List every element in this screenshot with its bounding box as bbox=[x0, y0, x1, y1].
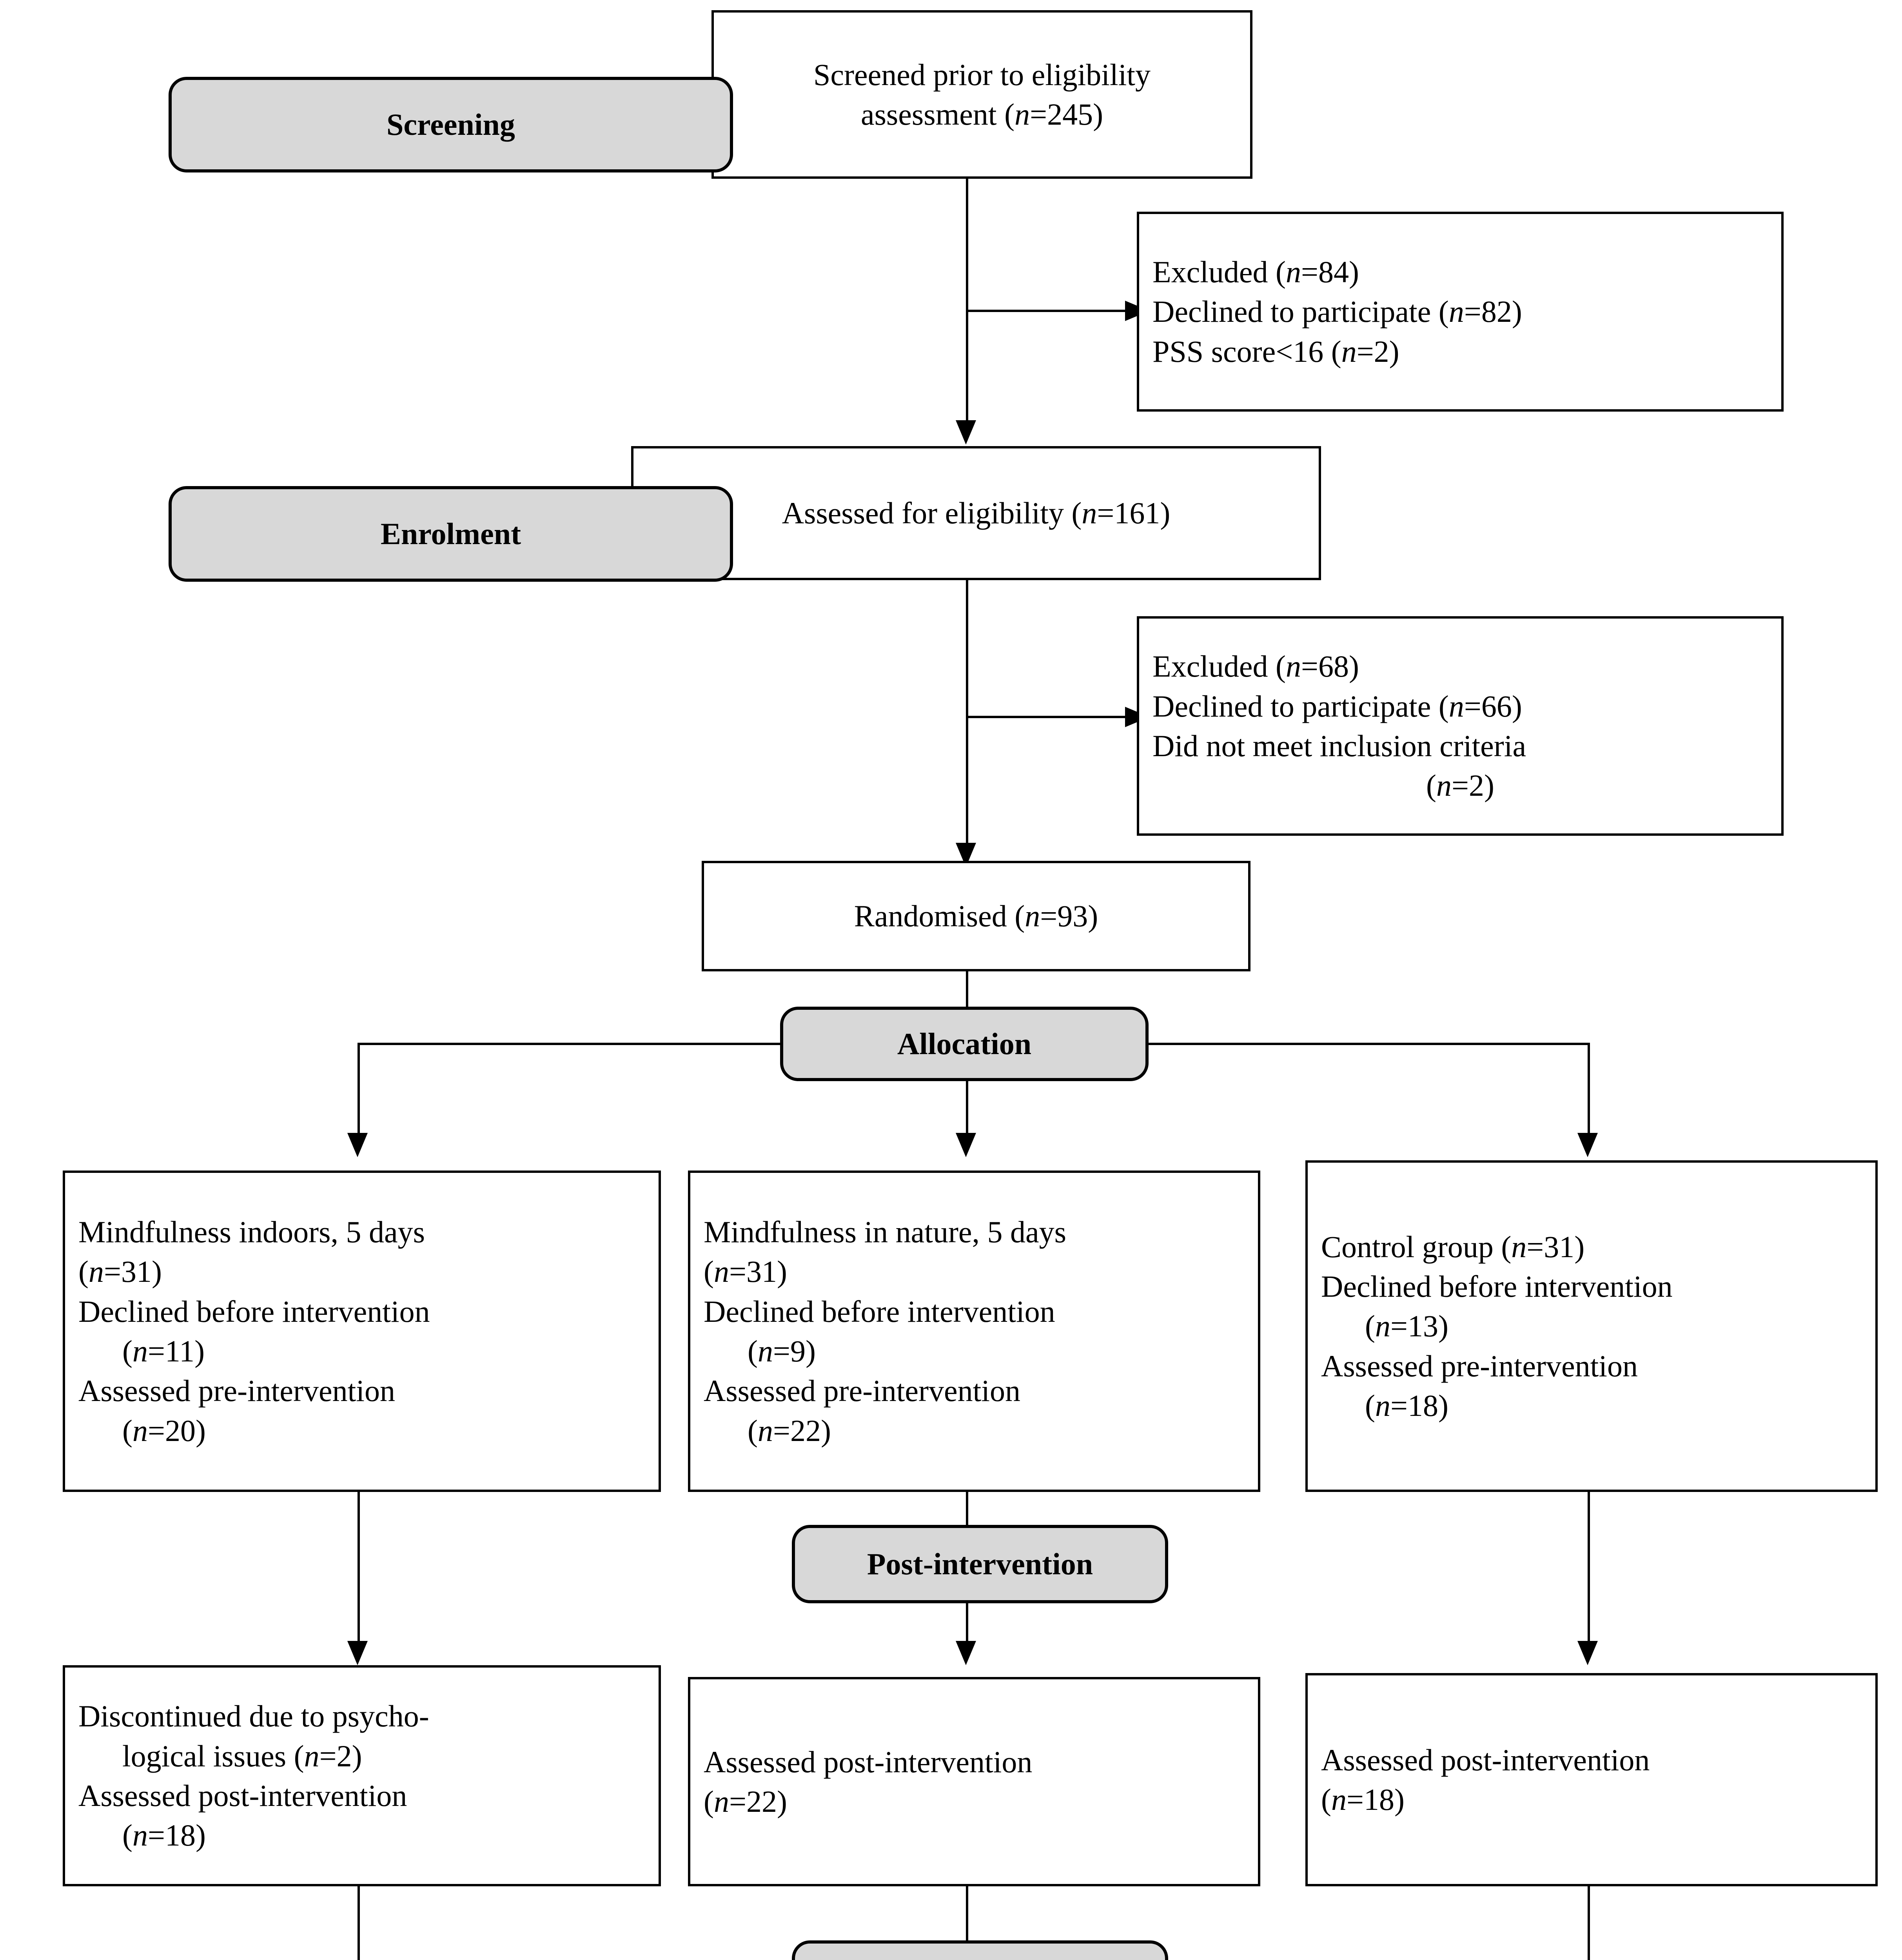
stage-label-screening: Screening bbox=[169, 77, 733, 172]
node-line: Excluded (n=68) bbox=[1152, 649, 1359, 684]
node-line: Did not meet inclusion criteria bbox=[1152, 729, 1526, 763]
node-assessed-for-eligibility: Assessed for eligibility (n=161) bbox=[631, 446, 1321, 580]
stage-label-allocation: Allocation bbox=[780, 1007, 1149, 1081]
node-line: logical issues (n=2) bbox=[122, 1739, 362, 1773]
node-randomised: Randomised (n=93) bbox=[702, 861, 1250, 971]
connector-nature-to-post bbox=[966, 1603, 968, 1645]
node-line: Declined to participate (n=66) bbox=[1152, 689, 1522, 723]
arrow-allocation-to-nature bbox=[956, 1133, 976, 1157]
connector-control-to-post bbox=[1588, 1492, 1590, 1645]
connector-allocation-to-control bbox=[1588, 1043, 1590, 1137]
node-line: Mindfulness indoors, 5 days bbox=[78, 1214, 425, 1249]
node-line: Discontinued due to psycho- bbox=[78, 1699, 429, 1733]
node-post-nature: Assessed post-intervention (n=22) bbox=[688, 1677, 1260, 1886]
connector-allocation-to-nature bbox=[966, 1081, 968, 1137]
node-line: Assessed pre-intervention bbox=[78, 1374, 395, 1408]
stage-label-post-intervention: Post-intervention bbox=[792, 1525, 1168, 1603]
node-line: (n=18) bbox=[1321, 1782, 1405, 1817]
arrow-indoors-to-post bbox=[347, 1641, 368, 1665]
stage-label-screening-text: Screening bbox=[387, 107, 515, 142]
node-post-indoors: Discontinued due to psycho- logical issu… bbox=[63, 1665, 661, 1886]
stage-label-enrolment: Enrolment bbox=[169, 486, 733, 582]
node-line: (n=20) bbox=[122, 1413, 206, 1448]
node-line: Assessed for eligibility (n=161) bbox=[782, 496, 1171, 530]
connector-eligibility-to-randomised bbox=[966, 580, 968, 847]
node-line: Declined before intervention bbox=[78, 1294, 430, 1328]
arrow-control-to-post bbox=[1577, 1641, 1598, 1665]
arrow-allocation-to-indoors bbox=[347, 1133, 368, 1157]
node-line: PSS score<16 (n=2) bbox=[1152, 334, 1399, 368]
connector-post-nature-to-fu-stage bbox=[966, 1886, 968, 1944]
arrow-nature-to-post bbox=[956, 1641, 976, 1665]
node-excluded-screening: Excluded (n=84) Declined to participate … bbox=[1137, 212, 1784, 412]
node-line: Randomised (n=93) bbox=[854, 899, 1098, 933]
screened-n: 245 bbox=[1047, 97, 1093, 131]
node-line: Mindfulness in nature, 5 days bbox=[704, 1214, 1067, 1249]
node-screened-prior-to-eligibility: Screened prior to eligibility assessment… bbox=[711, 10, 1252, 179]
node-line: (n=18) bbox=[1365, 1388, 1448, 1423]
stage-label-enrolment-text: Enrolment bbox=[380, 517, 521, 551]
connector-indoors-to-post bbox=[358, 1492, 360, 1645]
node-line: (n=9) bbox=[748, 1334, 816, 1368]
node-line: (n=18) bbox=[122, 1818, 206, 1853]
connector-screened-to-eligibility bbox=[966, 172, 968, 423]
connector-randomised-to-allocation bbox=[966, 971, 968, 1009]
node-line: Assessed pre-intervention bbox=[704, 1374, 1020, 1408]
node-line: (n=22) bbox=[748, 1413, 831, 1448]
connector-screened-to-excluded1 bbox=[966, 310, 1131, 312]
node-line: Assessed post-intervention bbox=[704, 1744, 1033, 1779]
node-line: (n=11) bbox=[122, 1334, 205, 1368]
node-allocation-mindfulness-nature: Mindfulness in nature, 5 days (n=31) Dec… bbox=[688, 1171, 1260, 1492]
node-line: Assessed pre-intervention bbox=[1321, 1348, 1638, 1383]
arrow-screened-to-eligibility bbox=[956, 420, 976, 445]
node-line: Assessed post-intervention bbox=[1321, 1742, 1650, 1777]
connector-nature-alloc-to-stage bbox=[966, 1492, 968, 1527]
node-line: Screened prior to eligibility bbox=[813, 57, 1151, 92]
node-excluded-enrolment: Excluded (n=68) Declined to participate … bbox=[1137, 616, 1784, 836]
node-line: (n=22) bbox=[704, 1784, 787, 1818]
connector-post-control-to-fu bbox=[1588, 1886, 1590, 1960]
node-post-control: Assessed post-intervention (n=18) bbox=[1305, 1673, 1878, 1886]
node-line: assessment (n=245) bbox=[860, 97, 1103, 131]
node-line: Declined to participate (n=82) bbox=[1152, 294, 1522, 329]
stage-label-post-intervention-text: Post-intervention bbox=[867, 1547, 1093, 1581]
node-allocation-control-group: Control group (n=31) Declined before int… bbox=[1305, 1160, 1878, 1492]
connector-post-indoors-to-fu bbox=[358, 1886, 360, 1960]
node-line: Declined before intervention bbox=[704, 1294, 1055, 1328]
node-line: (n=31) bbox=[78, 1254, 162, 1289]
connector-allocation-left-arm bbox=[358, 1043, 782, 1045]
node-line: Declined before intervention bbox=[1321, 1269, 1673, 1303]
connector-allocation-to-indoors bbox=[358, 1043, 360, 1137]
node-line: Assessed post-intervention bbox=[78, 1779, 407, 1813]
stage-label-follow-up: Follow-Up bbox=[792, 1940, 1168, 1960]
connector-allocation-right-arm bbox=[1147, 1043, 1590, 1045]
node-allocation-mindfulness-indoors: Mindfulness indoors, 5 days (n=31) Decli… bbox=[63, 1171, 661, 1492]
node-line: (n=13) bbox=[1365, 1309, 1448, 1343]
arrow-allocation-to-control bbox=[1577, 1133, 1598, 1157]
node-line: Control group (n=31) bbox=[1321, 1229, 1585, 1264]
node-line: Excluded (n=84) bbox=[1152, 254, 1359, 289]
node-line: (n=31) bbox=[704, 1254, 787, 1289]
connector-eligibility-to-excluded2 bbox=[966, 716, 1131, 718]
node-line: (n=2) bbox=[1426, 768, 1494, 803]
stage-label-allocation-text: Allocation bbox=[897, 1027, 1032, 1061]
